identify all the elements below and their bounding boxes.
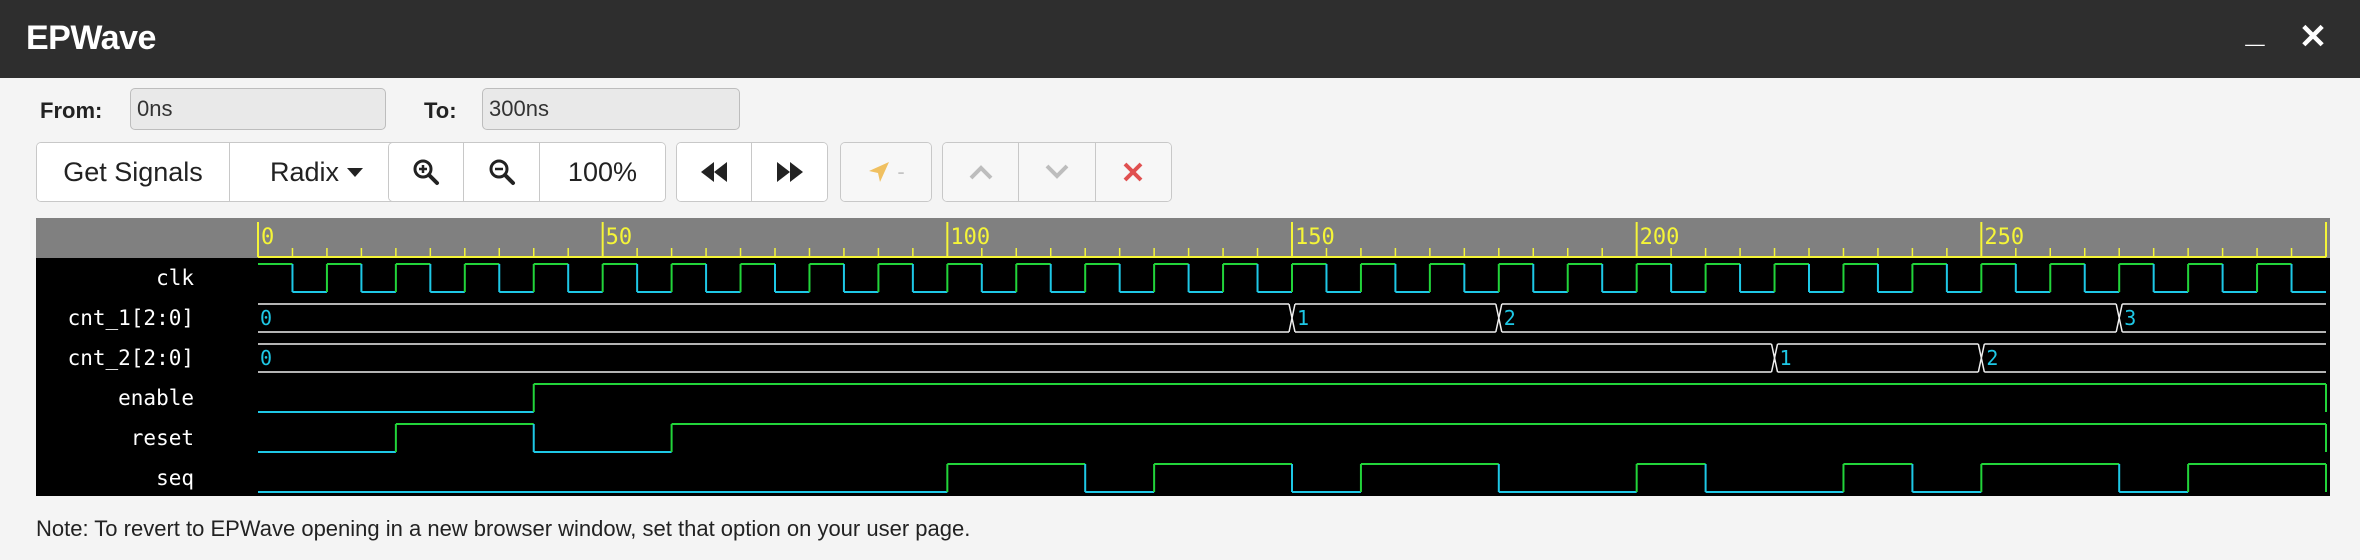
cursor-group: - (840, 142, 932, 202)
title-bar: EPWave _ ✕ (0, 0, 2360, 78)
fast-forward-icon (776, 162, 803, 182)
get-signals-label: Get Signals (63, 156, 203, 187)
to-label: To: (424, 98, 457, 123)
minimize-button[interactable]: _ (2245, 12, 2265, 50)
chevron-up-icon (969, 165, 993, 180)
bus-transition (2118, 303, 2123, 333)
zoom-level-button[interactable]: 100% (539, 143, 665, 201)
navigate-group (676, 142, 828, 202)
ruler-tick-label: 250 (1984, 225, 2024, 250)
bus-value-label: 1 (1780, 346, 1792, 370)
from-input[interactable] (130, 88, 386, 130)
radix-label: Radix (269, 156, 339, 187)
time-ruler (36, 218, 2330, 258)
chevron-down-icon (1045, 164, 1069, 179)
bus-value-label: 1 (1297, 306, 1309, 330)
bus-value-label: 2 (1504, 306, 1516, 330)
waveform-viewer[interactable]: 0 50 100 150 200 250 clk cnt_1[2:0] 0 1 2 3 cnt_2[2:… (36, 218, 2330, 496)
fast-forward-button[interactable] (752, 143, 827, 201)
ruler-tick-label: 100 (950, 225, 990, 250)
bus-value-label: 2 (1986, 346, 1998, 370)
zoom-group: 100% (388, 142, 666, 202)
close-button[interactable]: ✕ (2298, 18, 2328, 56)
note-text: Note: To revert to EPWave opening in a n… (36, 516, 971, 541)
bus-transition (1291, 303, 1296, 333)
zoom-in-button[interactable] (389, 143, 465, 201)
signal-name: enable (118, 386, 194, 410)
zoom-in-icon (413, 159, 440, 185)
radix-dropdown[interactable]: Radix (229, 143, 403, 201)
from-label: From: (40, 98, 103, 123)
bus-transition (1498, 303, 1503, 333)
zoom-out-icon (489, 159, 515, 185)
edit-group (942, 142, 1172, 202)
ruler-tick-label: 200 (1640, 225, 1680, 250)
cursor-button[interactable]: - (841, 143, 931, 201)
cursor-arrow-icon (869, 162, 890, 182)
signal-name: clk (156, 266, 194, 290)
waveform-canvas[interactable]: 0 50 100 150 200 250 clk cnt_1[2:0] 0 1 2 3 cnt_2[2:… (36, 218, 2330, 496)
move-up-button[interactable] (943, 143, 1020, 201)
window-title: EPWave (26, 19, 156, 57)
signal-name: cnt_2[2:0] (68, 346, 194, 370)
ruler-tick-label: 50 (606, 225, 633, 250)
signal-name: reset (131, 426, 194, 450)
signals-group: Get Signals Radix (36, 142, 404, 202)
cursor-value: - (897, 159, 905, 184)
get-signals-button[interactable]: Get Signals (37, 143, 230, 201)
ruler-tick-label: 0 (261, 225, 274, 250)
signal-name: seq (156, 466, 194, 490)
zoom-level-label: 100% (567, 156, 637, 187)
to-input[interactable] (482, 88, 740, 130)
bus-transition (1773, 343, 1779, 373)
delete-signal-button[interactable] (1095, 143, 1171, 201)
bus-value-label: 0 (260, 346, 272, 370)
zoom-out-button[interactable] (464, 143, 540, 201)
signal-name: cnt_1[2:0] (68, 306, 194, 330)
bus-value-label: 0 (260, 306, 272, 330)
ruler-tick-label: 150 (1295, 225, 1335, 250)
delete-x-icon (1123, 162, 1143, 182)
move-down-button[interactable] (1019, 143, 1096, 201)
caret-down-icon (346, 167, 363, 177)
bus-value-label: 3 (2124, 306, 2136, 330)
bus-transition (1980, 343, 1986, 373)
rewind-icon (701, 162, 727, 182)
rewind-button[interactable] (677, 143, 752, 201)
